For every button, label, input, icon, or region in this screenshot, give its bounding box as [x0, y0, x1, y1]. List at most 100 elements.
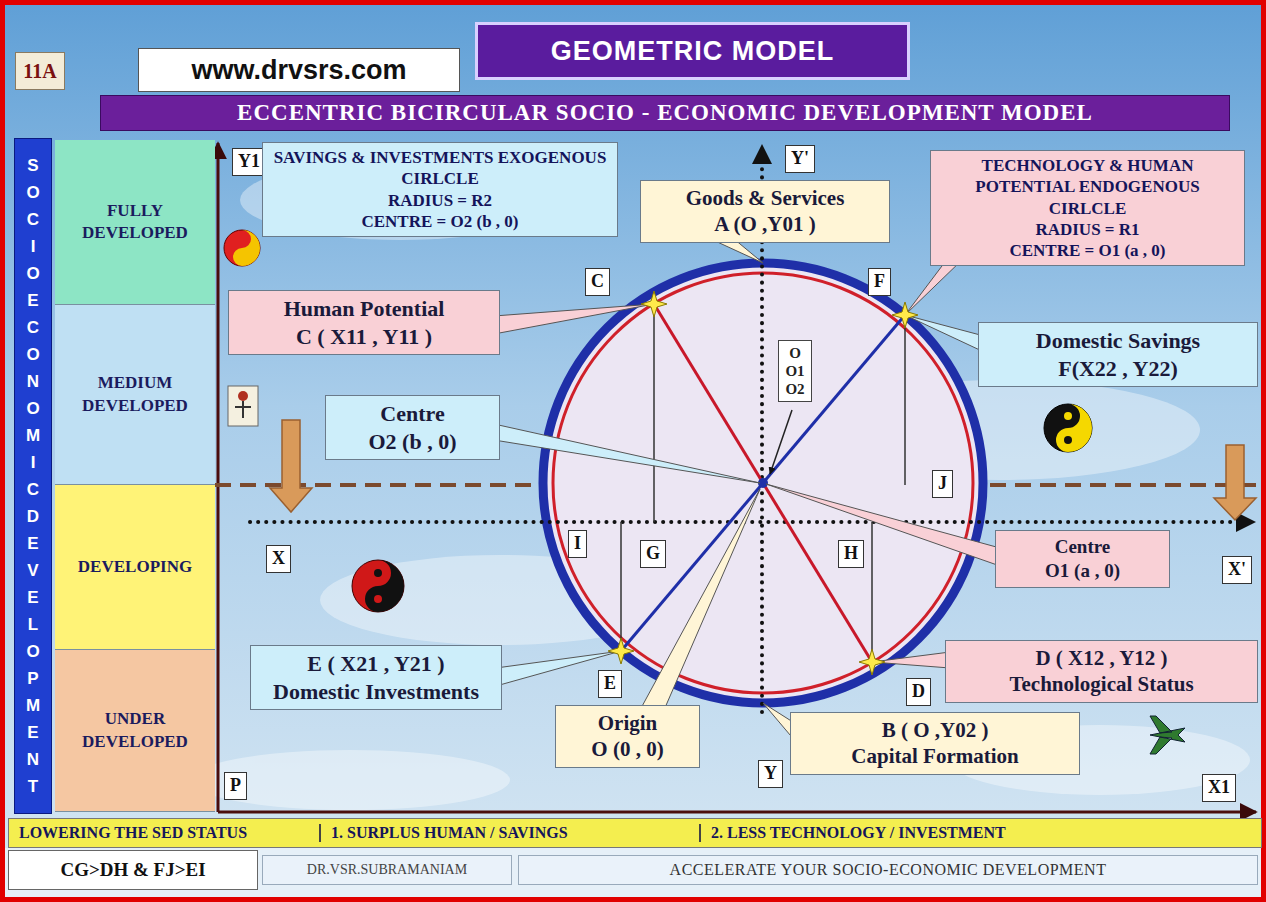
node-text: O2 (b , 0) [334, 428, 491, 456]
condition-tab: CG>DH & FJ>EI [8, 850, 258, 890]
node-text: D [912, 680, 925, 703]
website-box: www.drvsrs.com [138, 48, 460, 92]
x-axis [218, 811, 1256, 814]
diameter-fe [621, 315, 905, 651]
node-text: O1 (a , 0) [1004, 559, 1161, 583]
node-text: G [646, 542, 660, 565]
node-text: Y' [791, 147, 809, 170]
yin-yang-dot [1064, 436, 1072, 444]
axis-letter: X' [1222, 556, 1252, 584]
node-text: F(X22 , Y22) [987, 355, 1249, 383]
vertical-title-bar: SOCIO ECONOMIC DEVELOPMENT [14, 138, 52, 814]
node-text: UNDER DEVELOPED [65, 708, 205, 752]
icon-body [242, 401, 244, 418]
node-text: DEVELOPING [65, 556, 205, 578]
circle-info-box: TECHNOLOGY & HUMAN POTENTIAL ENDOGENOUS … [930, 150, 1245, 266]
node-text: Domestic Savings [987, 327, 1249, 355]
node-text: 11A [23, 60, 56, 83]
centre-pointer [770, 410, 792, 474]
node-text: C ( X11 , Y11 ) [237, 323, 491, 351]
point-star [608, 638, 634, 664]
centre-box: CentreO2 (b , 0) [325, 395, 500, 460]
point-star [892, 302, 918, 328]
exogenous-circle [543, 263, 983, 703]
callout-wedge [640, 489, 760, 710]
yin-yang-dot [374, 595, 382, 603]
node-text: Technological Status [954, 671, 1249, 697]
point-letter: H [838, 540, 864, 568]
callout-wedge [905, 315, 984, 352]
node-text: D ( X12 , Y12 ) [954, 645, 1249, 671]
point-box: E ( X21 , Y21 )Domestic Investments [250, 645, 502, 710]
y-axis [217, 143, 220, 812]
node-text: F [874, 270, 885, 293]
diameter-cd [654, 304, 872, 662]
node-text: X [272, 547, 285, 570]
yin-yang-half [233, 230, 260, 266]
point-letter: I [568, 530, 587, 558]
node-text: SOCIO ECONOMIC DEVELOPMENT [25, 152, 40, 800]
yin-yang-dot [374, 569, 382, 577]
title-box: GEOMETRIC MODEL [475, 22, 910, 80]
point-letter: G [640, 540, 666, 568]
point-star [859, 649, 885, 675]
level-band: FULLY DEVELOPED [55, 140, 215, 305]
centre-box: CentreO1 (a , 0) [995, 530, 1170, 588]
axis-letter: X [266, 545, 291, 573]
title-text: GEOMETRIC MODEL [551, 36, 835, 67]
icon-arms [235, 406, 251, 408]
node-text: RADIUS = R2 [271, 190, 609, 211]
centre-names-box: O O1 O2 [778, 340, 812, 402]
point-letter: J [932, 470, 953, 498]
node-text: B ( O ,Y02 ) [799, 717, 1071, 743]
callout-wedges [494, 234, 1000, 742]
yin-yang-dot [1064, 412, 1072, 420]
plane-icon [1150, 716, 1185, 754]
page-frame [3, 3, 1264, 900]
node-text: TECHNOLOGY & HUMAN POTENTIAL ENDOGENOUS … [939, 155, 1236, 219]
axis-letter: Y1 [232, 148, 266, 176]
point-star [641, 291, 667, 317]
yin-yang-half [1056, 404, 1092, 452]
page-number-box: 11A [15, 52, 65, 90]
node-text: ECCENTRIC BICIRCULAR SOCIO - ECONOMIC DE… [237, 100, 1093, 126]
node-text: CENTRE = O2 (b , 0) [271, 211, 609, 232]
node-text: E [604, 672, 616, 695]
node-text: X1 [1208, 776, 1230, 799]
ordinates [621, 304, 905, 662]
down-arrow [1214, 445, 1256, 520]
yin-yang-icon [352, 560, 404, 612]
node-text: ACCELERATE YOUR SOCIO-ECONOMIC DEVELOPME… [670, 861, 1107, 879]
callout-wedge [494, 424, 760, 483]
ordinate-cg [653, 304, 655, 522]
node-text: I [574, 532, 581, 555]
point-letter: E [598, 670, 622, 698]
node-text: DR.VSR.SUBRAMANIAM [307, 862, 467, 878]
node-text: CG>DH & FJ>EI [60, 859, 205, 881]
node-text: Human Potential [237, 295, 491, 323]
node-text: 2. LESS TECHNOLOGY / INVESTMENT [699, 824, 1261, 842]
yin-yang-disc [1044, 404, 1092, 452]
node-text: E ( X21 , Y21 ) [259, 650, 493, 678]
node-text: O (0 , 0) [564, 736, 691, 762]
yin-yang-icon [224, 230, 260, 266]
node-text: Y [764, 762, 777, 785]
node-text: Centre [334, 400, 491, 428]
axis-letter: X1 [1202, 774, 1236, 802]
node-text: A (O ,Y01 ) [649, 211, 881, 237]
node-text: Capital Formation [799, 743, 1071, 769]
cloud [190, 750, 510, 810]
node-text: RADIUS = R1 [939, 219, 1236, 240]
callout-wedge [766, 484, 1000, 566]
node-text: Goods & Services [649, 185, 881, 211]
dotted-x-axis [250, 520, 1254, 524]
level-band: MEDIUM DEVELOPED [55, 305, 215, 485]
node-text: P [230, 774, 241, 797]
node-text: Origin [564, 710, 691, 736]
callout-wedge [494, 304, 654, 334]
slogan-bar: ACCELERATE YOUR SOCIO-ECONOMIC DEVELOPME… [518, 855, 1258, 885]
callout-wedge [905, 258, 964, 315]
ordinate-dh [871, 522, 873, 662]
yin-yang-icon [1044, 404, 1092, 452]
node-text: 1. SURPLUS HUMAN / SAVINGS [319, 824, 699, 842]
